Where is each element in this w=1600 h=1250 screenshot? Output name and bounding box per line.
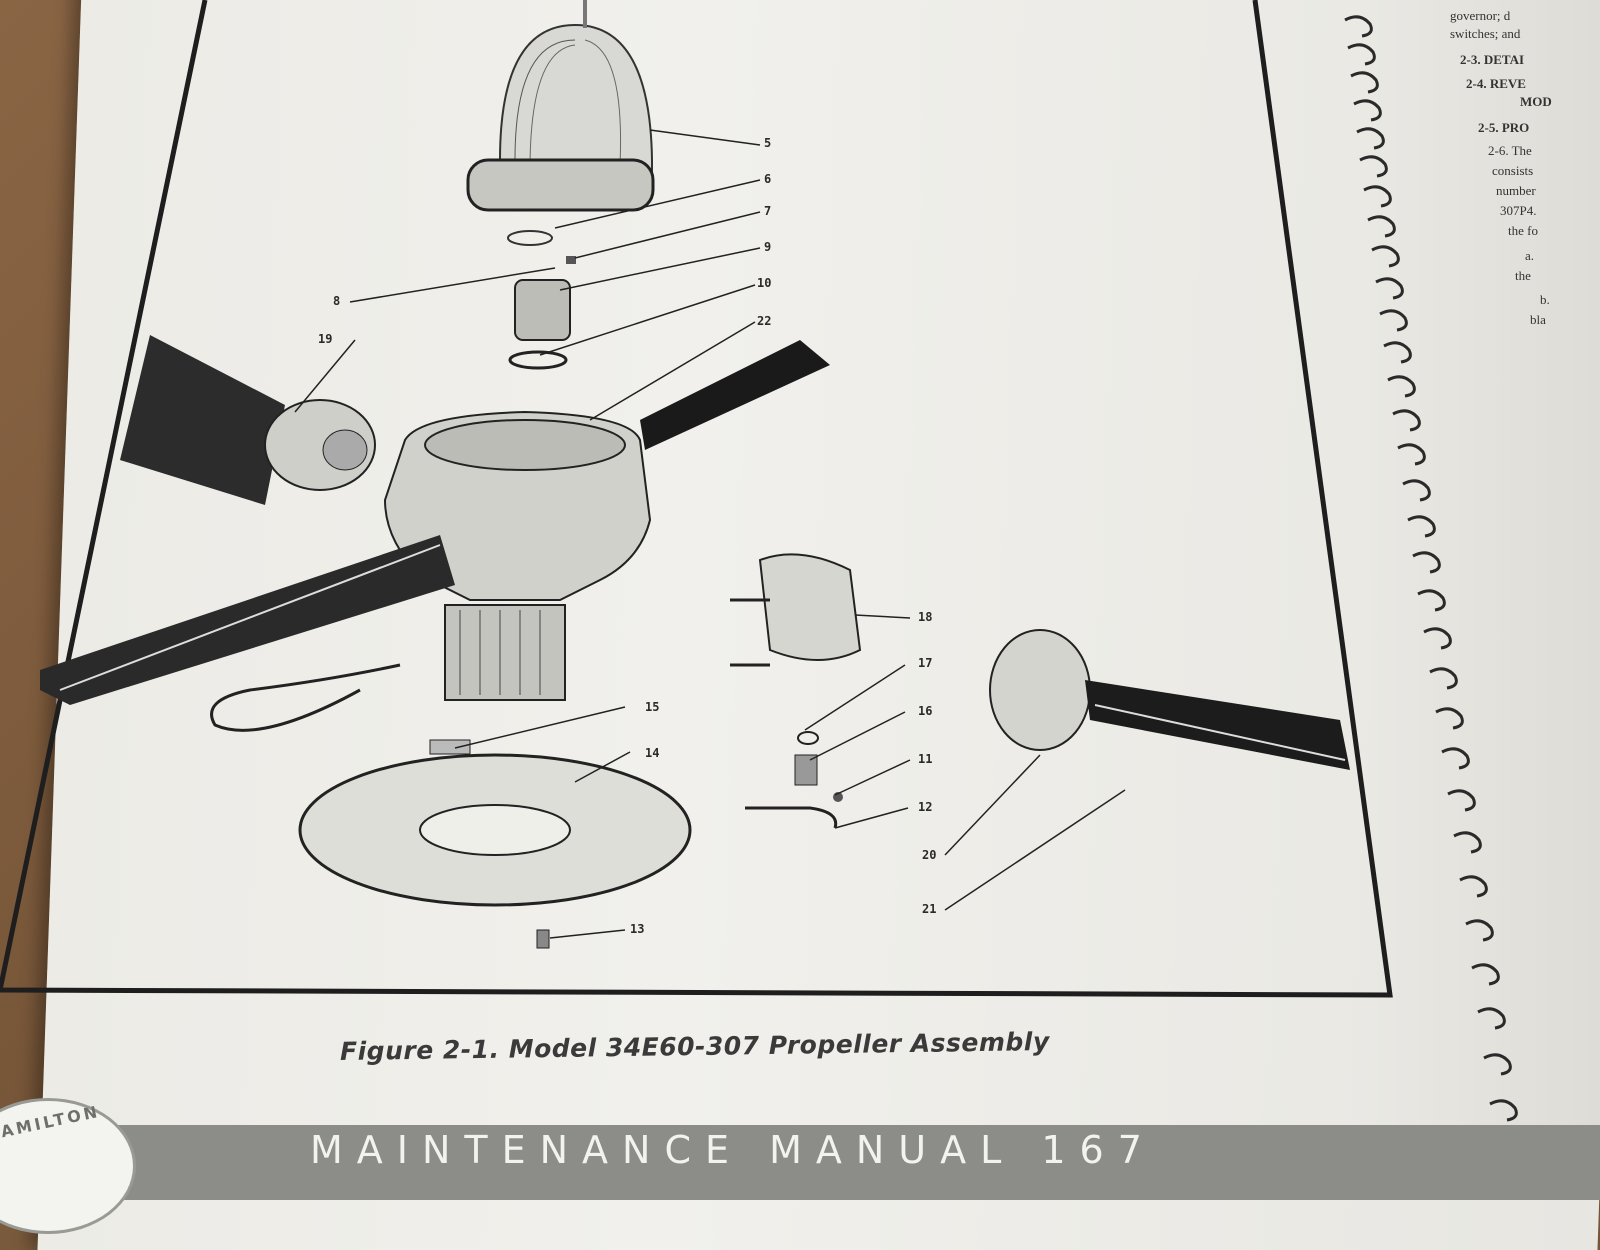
callout-number: 8 (333, 294, 341, 308)
footer-band (0, 1125, 1600, 1200)
callout-number: 22 (757, 314, 772, 328)
callout-number: 7 (764, 204, 772, 218)
callout-number: 6 (764, 172, 772, 186)
callout-number: 11 (918, 752, 933, 766)
right-page-column (1370, 0, 1600, 1200)
side-text-line: 307P4. (1500, 203, 1537, 218)
side-text-line: governor; d (1450, 8, 1511, 23)
side-text-line: a. (1525, 248, 1535, 263)
callout-number: 10 (757, 276, 772, 290)
side-text-line: 2-4. REVE (1466, 76, 1526, 91)
side-text-line: switches; and (1450, 26, 1521, 41)
manual-title: MAINTENANCE MANUAL 167 (310, 1128, 1156, 1172)
side-text-line: 2-3. DETAI (1460, 52, 1525, 67)
callout-number: 9 (764, 240, 772, 254)
callout-number: 18 (918, 610, 933, 624)
callout-number: 14 (645, 746, 660, 760)
callout-number: 21 (922, 902, 937, 916)
callout-number: 19 (318, 332, 333, 346)
callout-number: 17 (918, 656, 933, 670)
side-text-line: MOD (1520, 94, 1552, 109)
side-text-line: bla (1530, 312, 1546, 327)
callout-number: 13 (630, 922, 645, 936)
callout-number: 16 (918, 704, 933, 718)
side-text-line: the fo (1508, 223, 1538, 238)
side-text-line: 2-5. PRO (1478, 120, 1530, 135)
callout-number: 20 (922, 848, 937, 862)
side-text-line: the (1515, 268, 1531, 283)
callout-number: 12 (918, 800, 933, 814)
callout-number: 5 (764, 136, 772, 150)
side-text-line: b. (1540, 292, 1550, 307)
spiral-binding (1344, 15, 1518, 1122)
callout-number: 15 (645, 700, 660, 714)
side-text-line: 2-6. The (1488, 143, 1532, 158)
side-text-line: consists (1492, 163, 1534, 178)
side-text-line: number (1496, 183, 1536, 198)
